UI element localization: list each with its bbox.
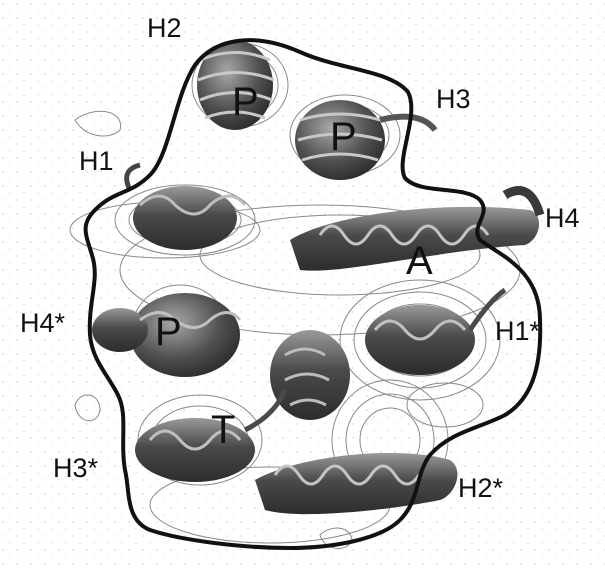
- label-h3: H3: [436, 86, 471, 113]
- label-p-top-right: P: [330, 117, 357, 157]
- label-h1-star: H1*: [495, 318, 540, 345]
- label-a: A: [406, 241, 433, 281]
- label-h2-star: H2*: [458, 475, 503, 502]
- label-h4-star: H4*: [20, 310, 65, 337]
- label-p-top-left: P: [232, 82, 259, 122]
- label-p-left: P: [155, 312, 182, 352]
- label-h1: H1: [79, 148, 114, 175]
- label-h4: H4: [545, 205, 580, 232]
- label-h2: H2: [147, 15, 182, 42]
- label-h3-star: H3*: [53, 455, 98, 482]
- label-t: T: [211, 410, 235, 450]
